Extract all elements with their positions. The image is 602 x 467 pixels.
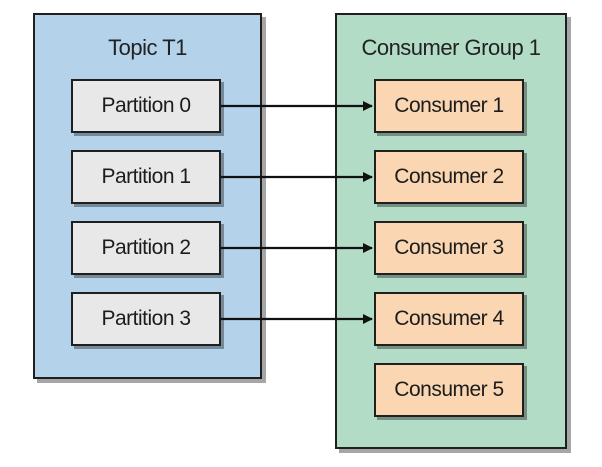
topic-title: Topic T1 [108, 35, 187, 60]
partition-3: Partition 3 [71, 292, 221, 346]
consumer-3: Consumer 3 [374, 221, 524, 275]
consumer-2: Consumer 2 [374, 150, 524, 204]
partition-1: Partition 1 [71, 150, 221, 204]
consumer-5: Consumer 5 [374, 363, 524, 417]
consumer-1: Consumer 1 [374, 79, 524, 133]
consumer-4: Consumer 4 [374, 292, 524, 346]
partition-0: Partition 0 [71, 79, 221, 133]
partition-2: Partition 2 [71, 221, 221, 275]
consumer-group-title: Consumer Group 1 [361, 35, 541, 60]
